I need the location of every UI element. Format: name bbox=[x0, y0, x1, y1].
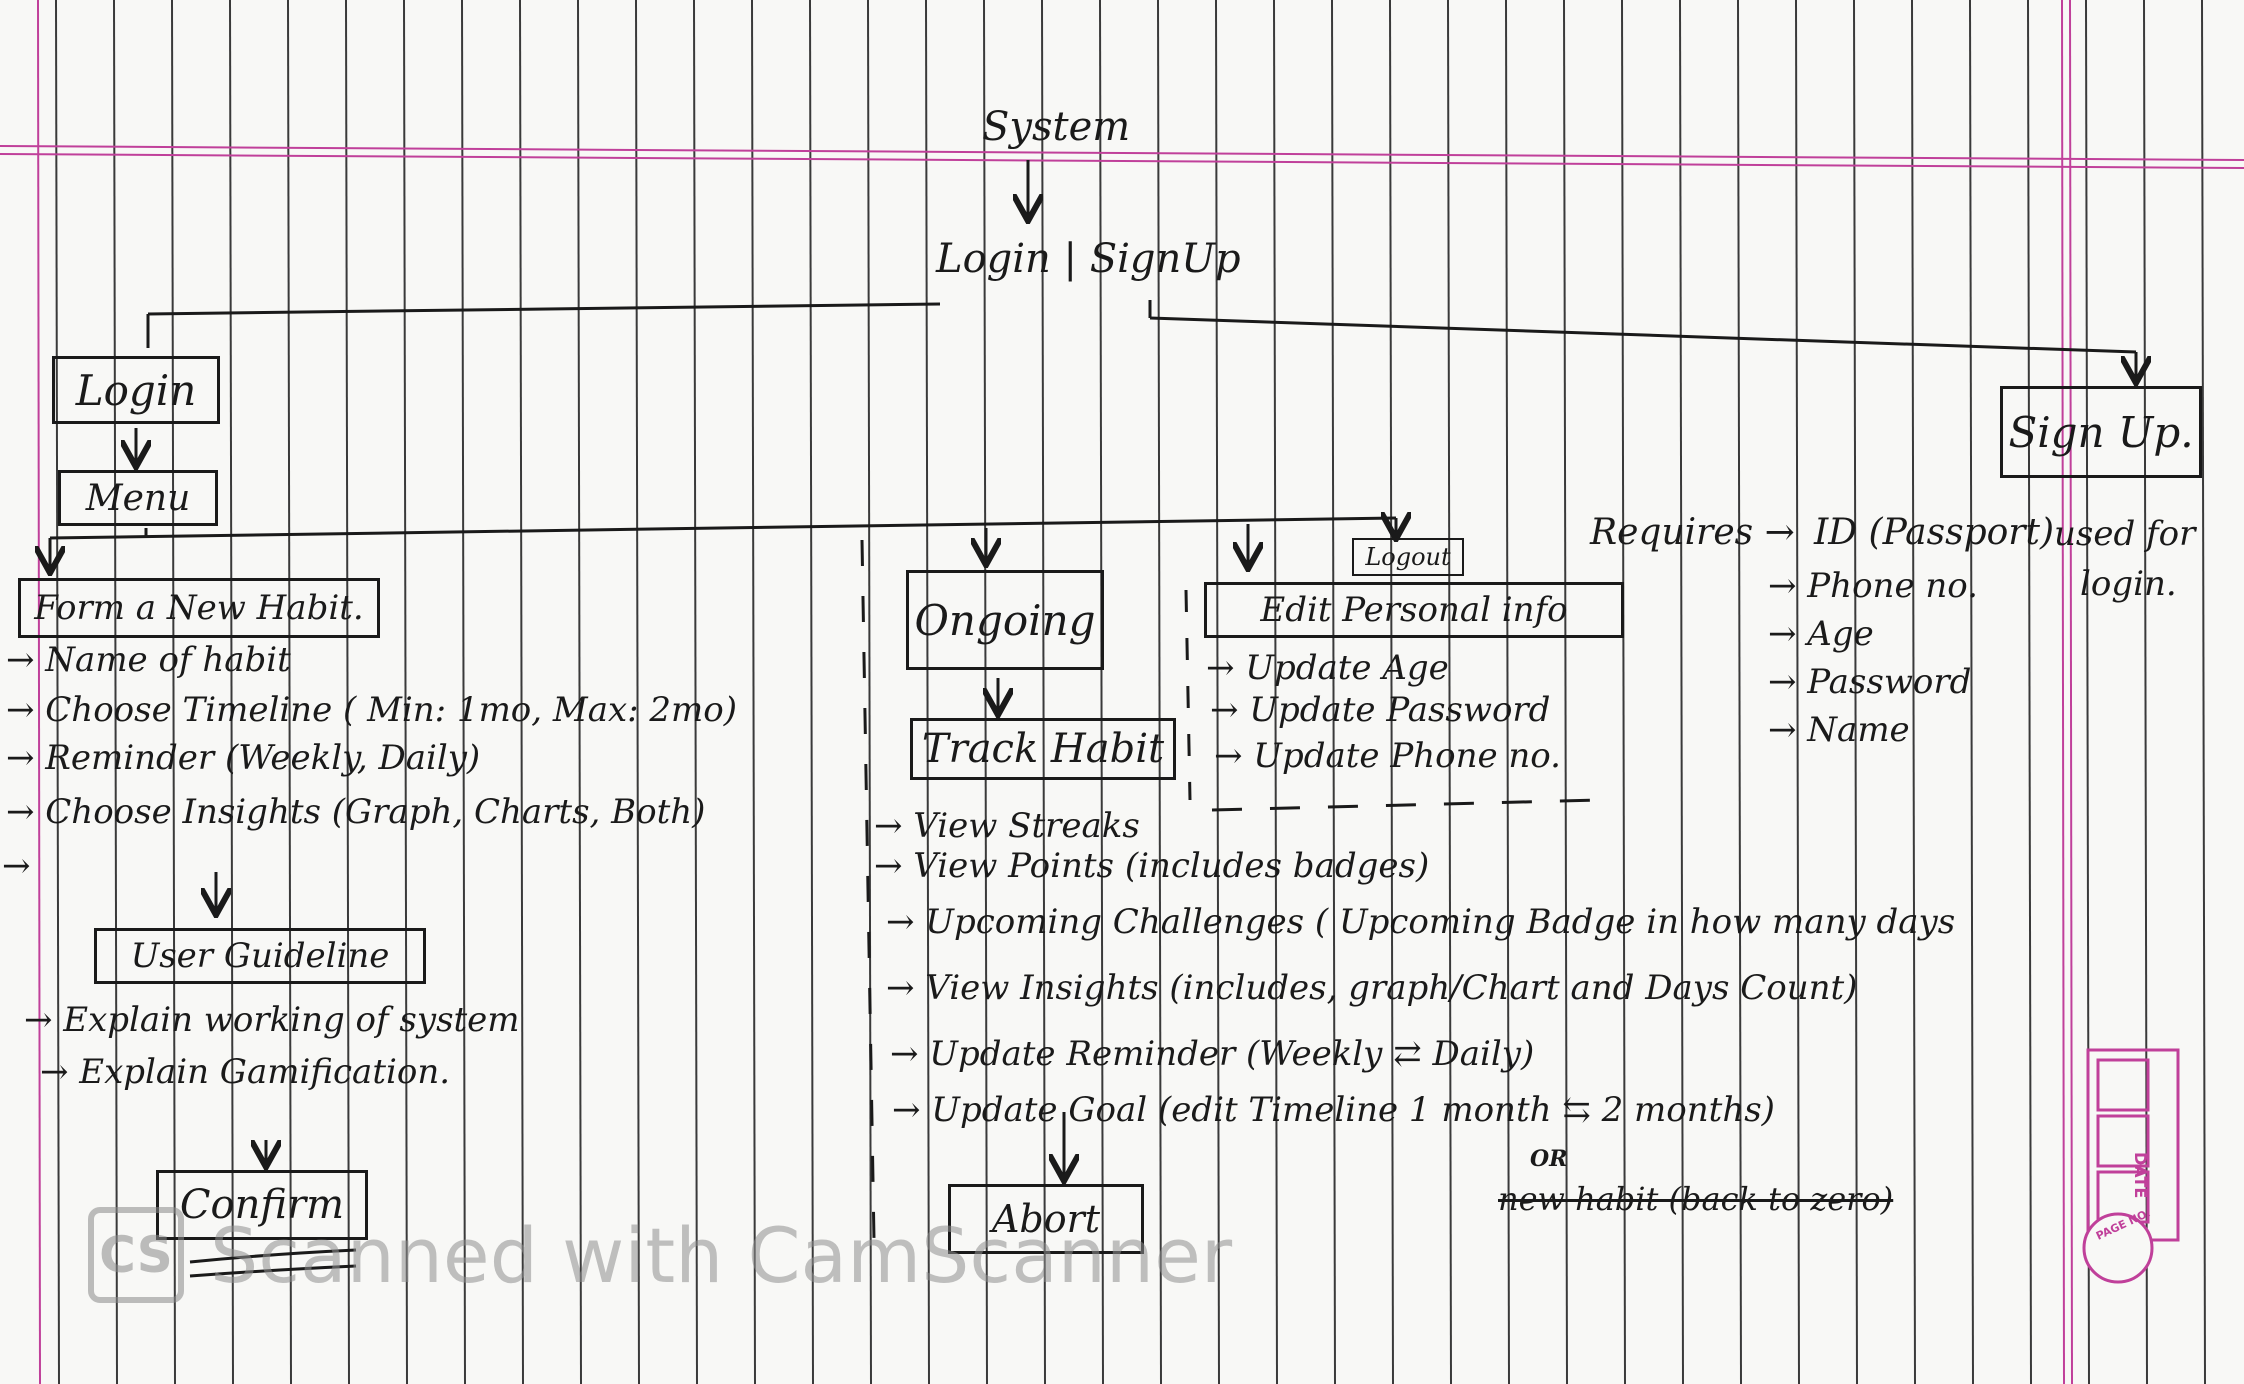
signup-requirement: → Phone no. bbox=[1768, 566, 1978, 606]
struck-new-habit-text: new habit (back to zero) bbox=[1498, 1180, 1894, 1218]
ruling-line bbox=[1969, 0, 1974, 1384]
track-item: → View Streaks bbox=[874, 806, 1140, 846]
connector-line bbox=[1149, 316, 2137, 354]
date-label: DATE bbox=[2131, 1152, 2150, 1199]
track-item: → Update Goal (edit Timeline 1 month ⇆ 2… bbox=[892, 1090, 1775, 1130]
confirm-box: Confirm bbox=[156, 1170, 368, 1240]
edit-item: → Update Phone no. bbox=[1214, 736, 1561, 776]
signup-box: Sign Up. bbox=[2000, 386, 2202, 478]
signup-requirement: → Age bbox=[1768, 614, 1874, 654]
ruling-line bbox=[577, 0, 582, 1384]
menu-box: Menu bbox=[58, 470, 218, 526]
margin-line-right bbox=[2061, 0, 2065, 1384]
ruling-line bbox=[809, 0, 814, 1384]
ruling-line bbox=[229, 0, 234, 1384]
ruling-line bbox=[1621, 0, 1626, 1384]
ongoing-box: Ongoing bbox=[906, 570, 1104, 670]
ruling-line bbox=[1853, 0, 1858, 1384]
ruling-line bbox=[2201, 0, 2206, 1384]
used-for-login-note: used for bbox=[2054, 514, 2196, 554]
ruling-line bbox=[345, 0, 350, 1384]
ruling-line bbox=[113, 0, 118, 1384]
habit-item: → Choose Insights (Graph, Charts, Both) bbox=[6, 792, 706, 832]
edit-personal-info-box: Edit Personal info bbox=[1204, 582, 1624, 638]
column-separator bbox=[1184, 589, 1192, 801]
guideline-item: → Explain working of system bbox=[24, 1000, 520, 1040]
margin-line-left bbox=[37, 0, 41, 1384]
ruling-line bbox=[1447, 0, 1452, 1384]
ruling-line bbox=[1273, 0, 1278, 1384]
camscanner-logo-icon: CS bbox=[88, 1207, 184, 1303]
form-new-habit-box: Form a New Habit. bbox=[18, 578, 380, 638]
ruling-line bbox=[1215, 0, 1220, 1384]
habit-item: → Reminder (Weekly, Daily) bbox=[6, 738, 481, 778]
ruling-line bbox=[1041, 0, 1046, 1384]
confirm-underline bbox=[189, 1248, 357, 1264]
habit-item: → Name of habit bbox=[6, 640, 291, 680]
signup-requirement: → Password bbox=[1768, 662, 1972, 702]
stray-arrow-mark: → bbox=[2, 846, 31, 886]
ruling-line bbox=[867, 0, 872, 1384]
ruling-line bbox=[287, 0, 292, 1384]
ruling-line bbox=[2027, 0, 2032, 1384]
margin-line-top bbox=[0, 145, 2244, 161]
signup-requirement: → Name bbox=[1768, 710, 1910, 750]
requires-label: Requires → bbox=[1590, 512, 1795, 553]
track-habit-box: Track Habit bbox=[910, 718, 1176, 780]
logout-box: Logout bbox=[1352, 538, 1464, 576]
edit-item: → Update Password bbox=[1210, 690, 1551, 730]
abort-box: Abort bbox=[948, 1184, 1144, 1254]
ruling-line bbox=[55, 0, 60, 1384]
column-separator bbox=[860, 539, 876, 1241]
track-item: → Update Reminder (Weekly ⇄ Daily) bbox=[890, 1034, 1535, 1074]
date-page-stamp: DATE PAGE NO. bbox=[2080, 1048, 2200, 1288]
login-box: Login bbox=[52, 356, 220, 424]
connector-line bbox=[147, 302, 941, 316]
login-signup-label: Login | SignUp bbox=[936, 236, 1241, 282]
ruling-line bbox=[983, 0, 988, 1384]
ruling-line bbox=[751, 0, 756, 1384]
column-separator bbox=[1211, 798, 1601, 812]
ruling-line bbox=[403, 0, 408, 1384]
guideline-item: → Explain Gamification. bbox=[40, 1052, 451, 1092]
margin-line-top bbox=[0, 153, 2244, 169]
ruling-line bbox=[519, 0, 524, 1384]
user-guideline-box: User Guideline bbox=[94, 928, 426, 984]
ruling-line bbox=[635, 0, 640, 1384]
margin-line-right bbox=[2069, 0, 2073, 1384]
track-item: → View Points (includes badges) bbox=[874, 846, 1430, 886]
ruling-line bbox=[925, 0, 930, 1384]
ruling-line bbox=[1737, 0, 1742, 1384]
ruling-line bbox=[1505, 0, 1510, 1384]
confirm-underline bbox=[189, 1264, 357, 1278]
system-label: System bbox=[982, 104, 1131, 150]
or-label: OR bbox=[1530, 1146, 1568, 1172]
camscanner-text: Scanned with CamScanner bbox=[210, 1210, 1233, 1300]
ruling-line bbox=[1099, 0, 1104, 1384]
camscanner-watermark: CS Scanned with CamScanner bbox=[88, 1200, 1232, 1310]
ruling-line bbox=[693, 0, 698, 1384]
ruling-line bbox=[1911, 0, 1916, 1384]
ruling-line bbox=[1563, 0, 1568, 1384]
ruling-line bbox=[1331, 0, 1336, 1384]
connector-line bbox=[49, 516, 1397, 540]
used-for-login-note: login. bbox=[2080, 564, 2177, 604]
track-item: → Upcoming Challenges ( Upcoming Badge i… bbox=[886, 902, 1956, 942]
ruling-line bbox=[1157, 0, 1162, 1384]
ruling-line bbox=[1389, 0, 1394, 1384]
habit-item: → Choose Timeline ( Min: 1mo, Max: 2mo) bbox=[6, 690, 738, 730]
track-item: → View Insights (includes, graph/Chart a… bbox=[886, 968, 1858, 1008]
ruling-line bbox=[1795, 0, 1800, 1384]
edit-item: → Update Age bbox=[1206, 648, 1449, 688]
ruling-line bbox=[171, 0, 176, 1384]
ruling-line bbox=[461, 0, 466, 1384]
signup-requirement: ID (Passport) bbox=[1814, 512, 2055, 553]
ruling-line bbox=[1679, 0, 1684, 1384]
